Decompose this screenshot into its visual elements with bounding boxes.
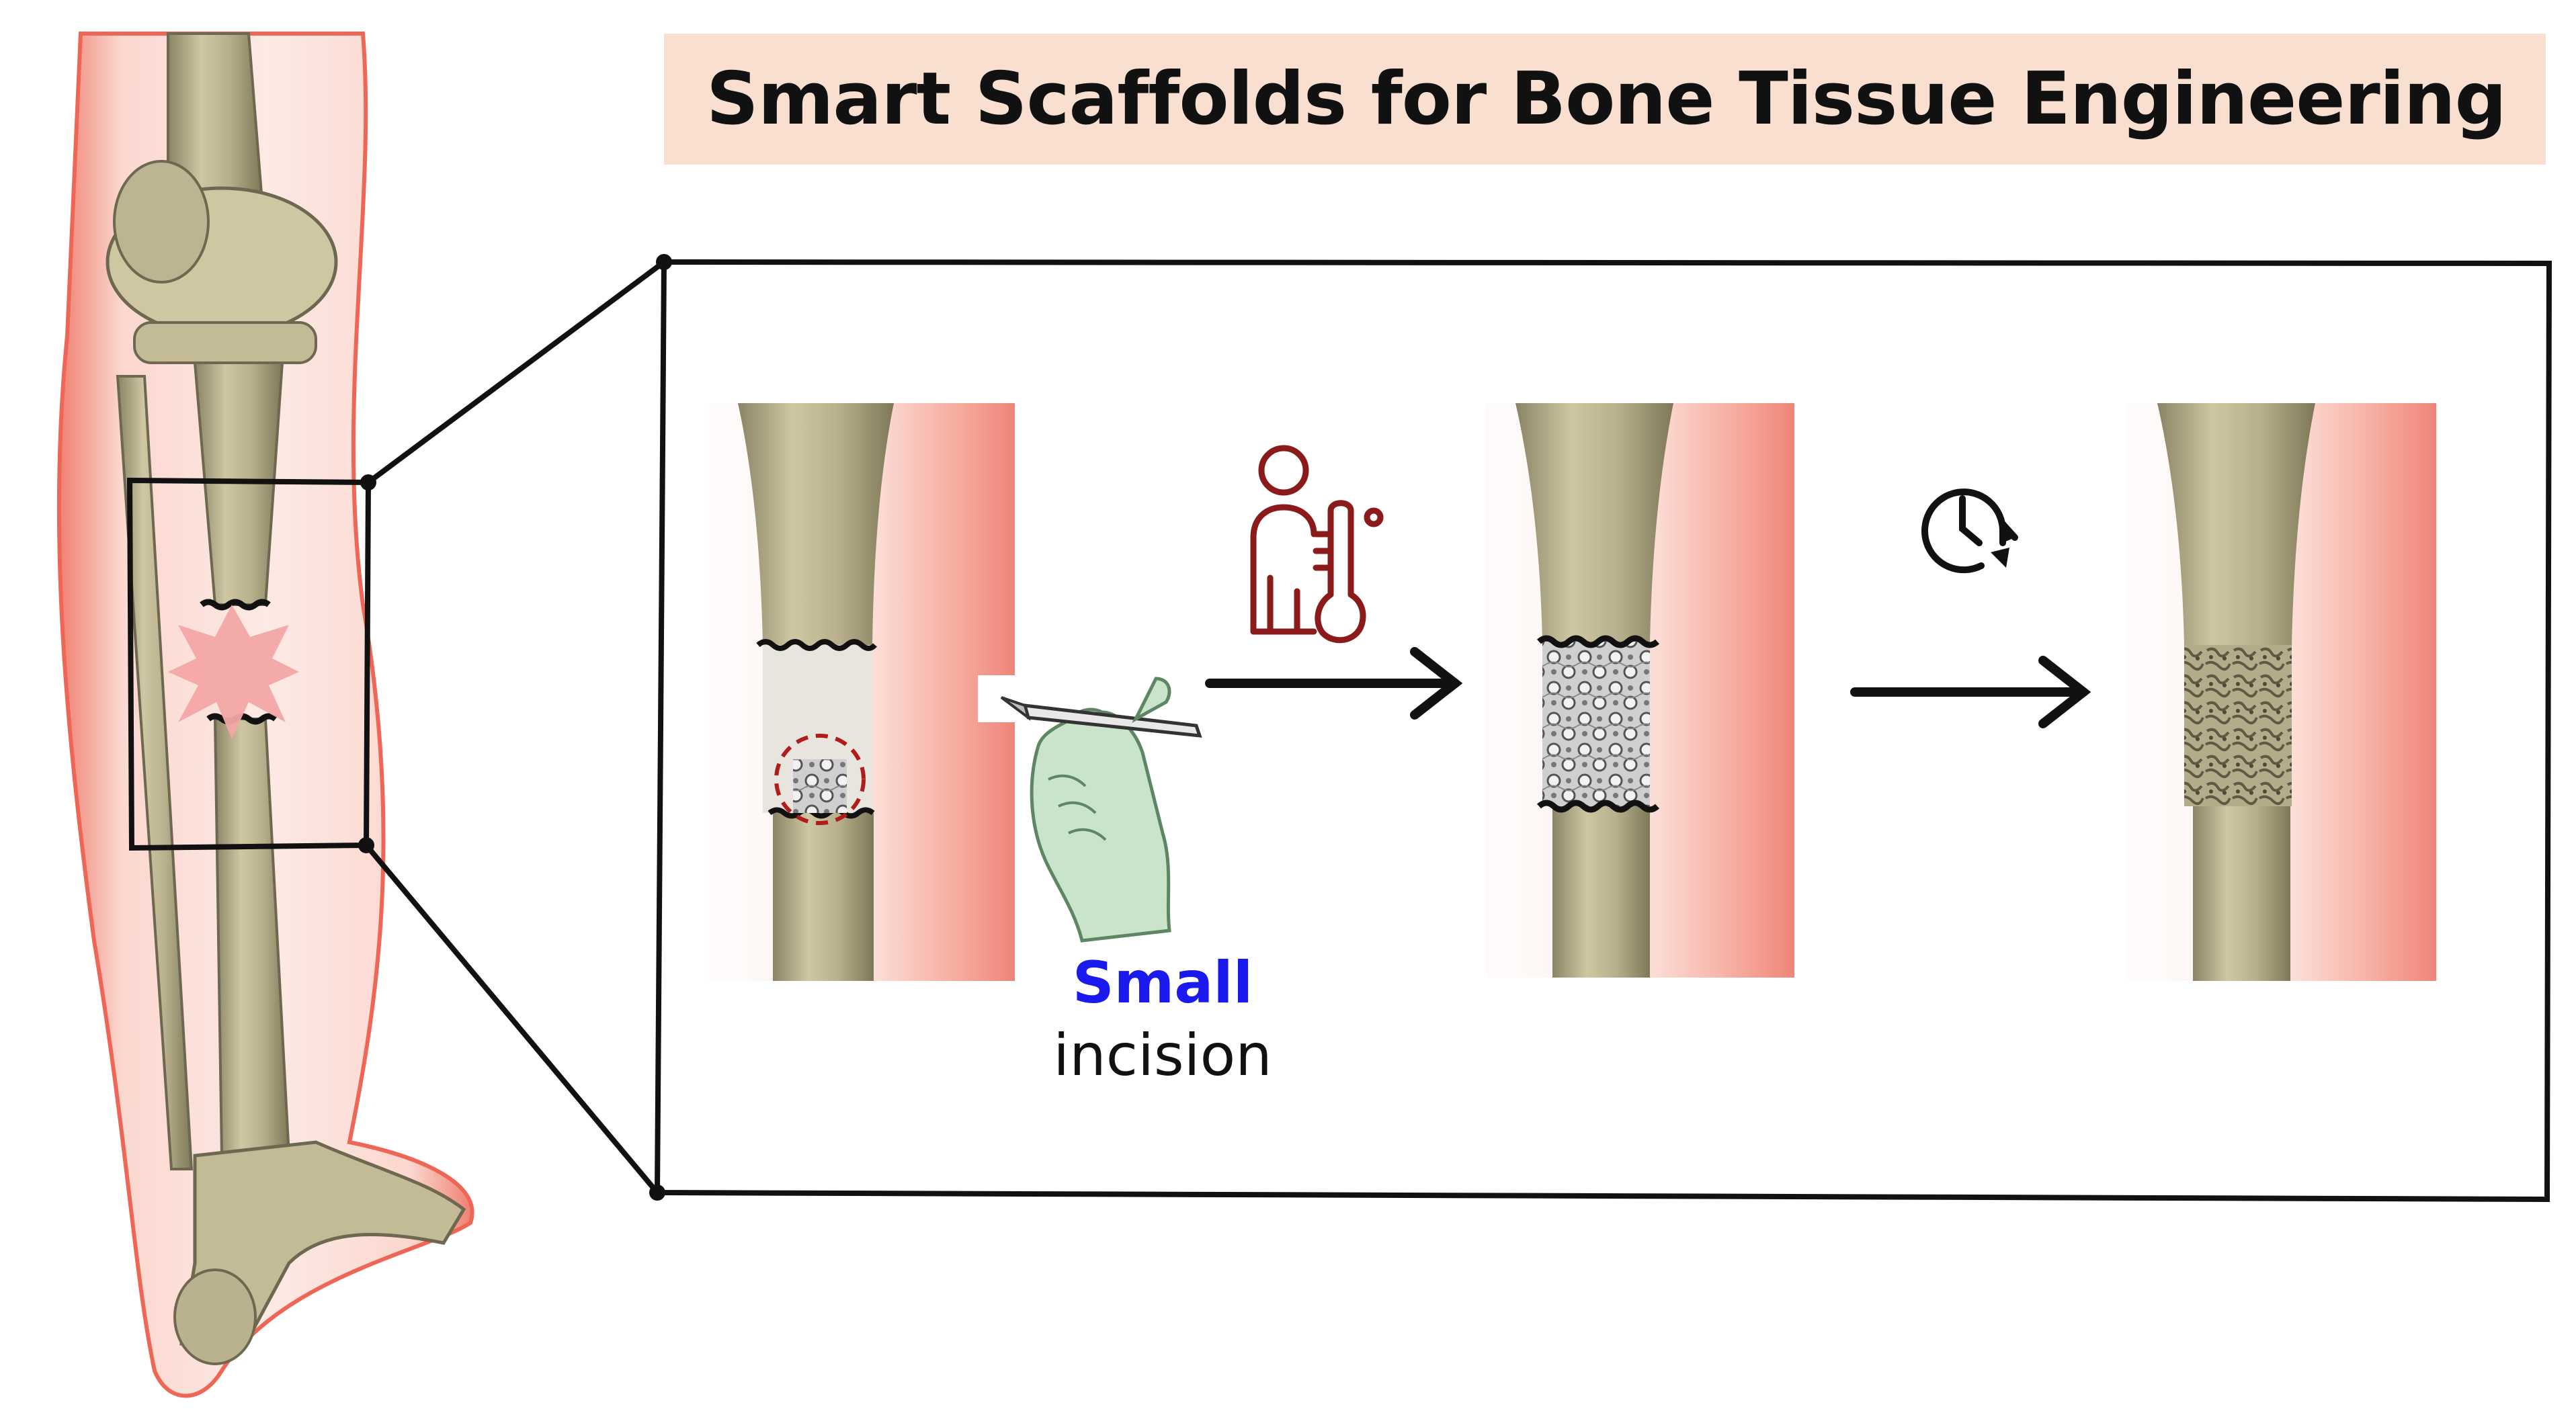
patient-thermometer-icon — [1250, 445, 1384, 644]
page-title: Smart Scaffolds for Bone Tissue Engineer… — [706, 57, 2507, 141]
clock-refresh-icon — [1921, 488, 2018, 574]
regenerated-bone — [2184, 645, 2292, 806]
scaffold-implant-small — [793, 759, 847, 813]
incision-caption: Small incision — [968, 947, 1358, 1092]
stage-defect-panel — [709, 403, 1015, 981]
stage-scaffold-panel — [1485, 403, 1794, 978]
zoom-connector-top — [366, 259, 666, 485]
zoom-connector-bottom — [364, 843, 660, 1195]
leg-illustration — [56, 32, 474, 1398]
incision-emphasis-label: Small — [1072, 949, 1253, 1017]
incision-label: incision — [1053, 1021, 1272, 1089]
stage-regenerated-panel — [2127, 403, 2436, 981]
implant-highlight-circle — [774, 734, 866, 825]
progress-arrow-1 — [1205, 647, 1463, 720]
fracture-burst — [168, 605, 299, 739]
scaffold-filled-defect — [1542, 642, 1650, 806]
progress-arrow-2 — [1850, 656, 2091, 728]
gloved-hand-scalpel-icon — [1000, 677, 1202, 943]
title-banner-text-box: Smart Scaffolds for Bone Tissue Engineer… — [665, 34, 2547, 165]
title-banner — [664, 34, 2546, 165]
